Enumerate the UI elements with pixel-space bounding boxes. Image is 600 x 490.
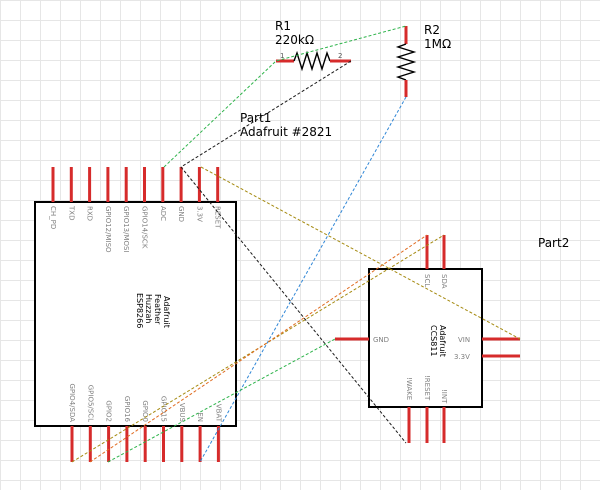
esp8266-top-pins: CH_PD TXD RXD GPIO12/MISO GPIO13/MOSI GPIO14/… (49, 167, 222, 253)
esp8266-bottom-pins: GPIO4/SDA GPIO5/SCL GPIO2 GPIO16 GPIO0 GPIO15… (68, 383, 222, 462)
wire-3v3-vin[interactable] (200, 166, 521, 340)
ccs811-name-line-2: CCS811 (429, 325, 438, 357)
esp8266-top-pin-label-8: 3.3V (195, 206, 203, 222)
ccs811-pin-3v3-label: 3.3V (454, 353, 470, 361)
wire-gnd-wake[interactable] (180, 166, 407, 444)
ccs811-pin-vin-label: VIN (458, 336, 470, 344)
esp8266-name-line-1: Adafruit (162, 296, 171, 328)
r1-ref-label: R1 (275, 19, 291, 33)
esp8266-bottom-pin-label-4: GPIO0 (141, 400, 149, 422)
esp8266-bottom-pin-label-0: GPIO4/SDA (68, 383, 76, 422)
ccs811-name-line-1: Adafruit (438, 325, 447, 357)
esp8266-bottom-pin-label-2: GPIO2 (105, 400, 113, 422)
wire-r1-gnd[interactable] (180, 60, 352, 168)
ccs811-pin-sda-label: SDA (440, 274, 448, 289)
esp8266-bottom-pin-label-7: EN (196, 412, 204, 422)
esp8266-top-pin-label-1: TXD (67, 205, 75, 220)
wire-adc-r1-r2[interactable] (163, 25, 407, 168)
part1-title-label: Adafruit #2821 (240, 125, 332, 139)
wires (71, 25, 521, 463)
esp8266-top-pin-label-3: GPIO12/MISO (104, 206, 112, 253)
r1-zigzag (293, 50, 331, 72)
r1-pin-1-number: 1 (280, 52, 284, 60)
ccs811-pin-int-label: !INT (440, 389, 448, 404)
esp8266-top-pin-label-2: RXD (86, 206, 94, 221)
esp8266-top-pin-label-6: ADC (159, 206, 167, 221)
r2-value-label: 1MΩ (424, 37, 451, 51)
resistor-r1[interactable]: 1 2 (276, 50, 351, 72)
r1-pin-2-number: 2 (338, 52, 342, 60)
esp8266-bottom-pin-label-3: GPIO16 (123, 396, 131, 423)
esp8266-top-pin-label-7: GND (177, 206, 185, 222)
esp8266-top-pin-label-5: GPIO14/SCK (141, 206, 149, 249)
esp8266-module[interactable]: CH_PD TXD RXD GPIO12/MISO GPIO13/MOSI GPIO14/… (34, 167, 237, 462)
esp8266-name-line-4: ESP8266 (135, 293, 144, 328)
resistor-r2[interactable] (395, 26, 417, 97)
ccs811-pin-wake-label: !WAKE (405, 377, 413, 400)
r2-ref-label: R2 (424, 23, 440, 37)
ccs811-module[interactable]: SCL SDA GND VIN 3.3V !WAKE !RESET !INT A… (335, 235, 520, 443)
esp8266-top-pin-label-9: RESET (214, 206, 222, 229)
esp8266-bottom-pin-label-6: VBUS (178, 403, 186, 423)
ccs811-pin-scl-label: SCL (423, 274, 431, 287)
esp8266-bottom-pin-label-8: VBAT (214, 404, 222, 423)
ccs811-pin-gnd-label: GND (373, 336, 389, 344)
part1-ref-label: Part1 (240, 111, 271, 125)
esp8266-body (34, 201, 237, 427)
esp8266-top-pin-label-0: CH_PD (49, 206, 57, 229)
wire-scl[interactable] (89, 234, 428, 463)
esp8266-name-line-2: Feather (153, 294, 162, 325)
esp8266-bottom-pin-label-1: GPIO5/SCL (86, 385, 94, 422)
wire-gpio2-gnd[interactable] (107, 338, 336, 463)
r2-zigzag (395, 43, 417, 81)
r1-value-label: 220kΩ (275, 33, 314, 47)
esp8266-bottom-pin-label-5: GPIO15 (160, 396, 168, 422)
part2-ref-label: Part2 (538, 236, 569, 250)
esp8266-top-pin-label-4: GPIO13/MOSI (122, 206, 130, 253)
ccs811-pin-reset-label: !RESET (423, 375, 431, 401)
esp8266-name-line-3: Huzzah (144, 294, 153, 323)
